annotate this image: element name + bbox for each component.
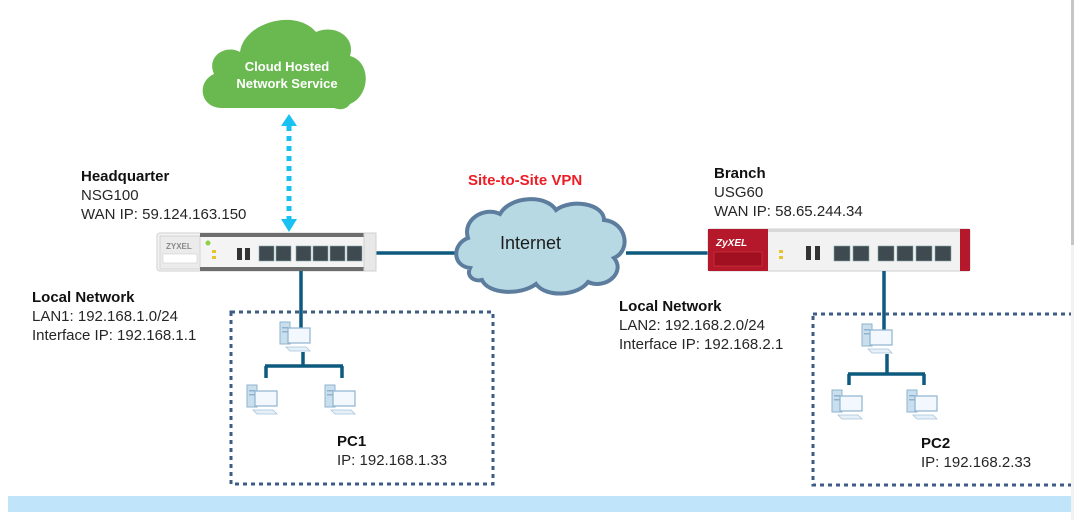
cloud-service-shape (202, 19, 366, 110)
hq-pc-icon (246, 384, 278, 415)
hq-local-network-title: Local Network (32, 289, 135, 306)
svg-text:ZyXEL: ZyXEL (715, 238, 747, 249)
cloud-service-label: Cloud Hosted Network Service (222, 58, 352, 92)
pc1-ip: IP: 192.168.1.33 (337, 452, 448, 469)
hq-model: NSG100 (81, 187, 139, 204)
branch-model: USG60 (714, 184, 764, 201)
hq-wan-ip: WAN IP: 59.124.163.150 (81, 206, 247, 223)
pc2-icon (906, 389, 938, 420)
branch-interface-ip: Interface IP: 192.168.2.1 (619, 336, 784, 353)
caption-band (8, 496, 1071, 512)
branch-pc-icon (831, 389, 863, 420)
pc2-ip: IP: 192.168.2.33 (921, 454, 1032, 471)
hq-lan-subnet: LAN1: 192.168.1.0/24 (32, 308, 178, 325)
cloud-link-arrow (281, 114, 297, 232)
hq-switch-pc-icon (279, 321, 311, 352)
branch-lan-subnet: LAN2: 192.168.2.0/24 (619, 317, 765, 334)
cloud-service-label-line1: Cloud Hosted (244, 59, 330, 74)
pc1-icon (324, 384, 356, 415)
branch-switch-pc-icon (861, 323, 893, 354)
hq-lan (229, 271, 495, 486)
vertical-scrollbar[interactable] (1071, 0, 1074, 520)
internet-cloud (454, 197, 627, 296)
branch-local-network-title: Local Network (619, 298, 722, 315)
hq-interface-ip: Interface IP: 192.168.1.1 (32, 327, 197, 344)
hq-lan-boundary (229, 310, 495, 486)
branch-title: Branch (714, 165, 766, 182)
svg-text:ZYXEL: ZYXEL (166, 242, 192, 251)
pc2-name: PC2 (921, 435, 951, 452)
hq-title: Headquarter (81, 168, 170, 185)
branch-lan (811, 271, 1074, 487)
nsg100-device: ZYXEL (156, 232, 377, 272)
branch-wan-ip: WAN IP: 58.65.244.34 (714, 203, 863, 220)
internet-label: Internet (500, 233, 562, 253)
usg60-device: ZyXEL (707, 228, 971, 272)
vpn-title: Site-to-Site VPN (468, 172, 583, 189)
scrollbar-thumb[interactable] (1071, 0, 1074, 245)
pc1-name: PC1 (337, 433, 367, 450)
cloud-service-label-line2: Network Service (236, 76, 338, 91)
